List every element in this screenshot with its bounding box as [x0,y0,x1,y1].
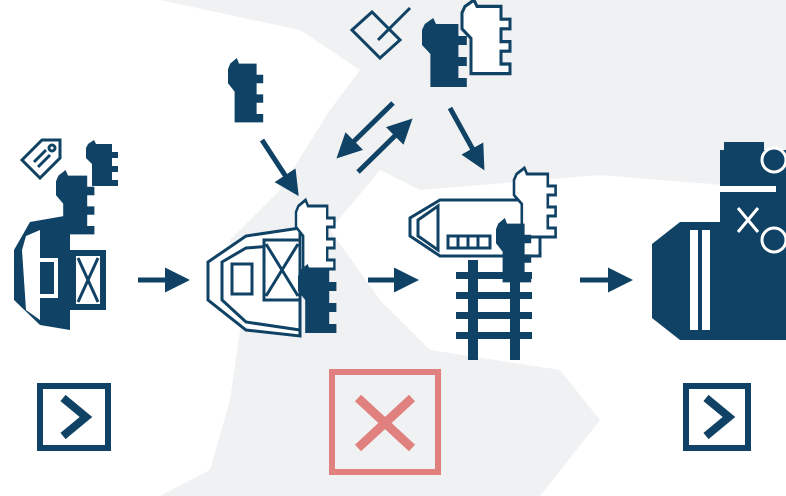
rail-track-icon [456,260,532,360]
arrow-icon [356,118,413,174]
processing-stage [652,142,786,340]
barn-icon [14,215,106,330]
check-box-processing [683,383,751,451]
arrow-icon [336,101,395,159]
auction-gavel-icon [349,6,412,61]
processing-plant-icon [652,142,786,340]
barn-stage [206,58,337,338]
cattle-icon [228,58,264,123]
transport-stage [408,166,558,360]
arrow-icon [447,106,485,171]
check-box-farm [37,383,111,451]
chevron-right-icon [703,394,736,440]
arrow-icon [259,138,299,197]
chevron-right-icon [60,394,93,440]
cutlery-icon [736,207,760,233]
background-band [160,0,786,496]
farm-stage [14,138,118,330]
auction-stage [336,0,512,174]
cross-box-barn [329,369,441,475]
price-tag-icon [19,138,62,181]
barn-icon [206,226,302,338]
cross-icon [354,394,416,452]
